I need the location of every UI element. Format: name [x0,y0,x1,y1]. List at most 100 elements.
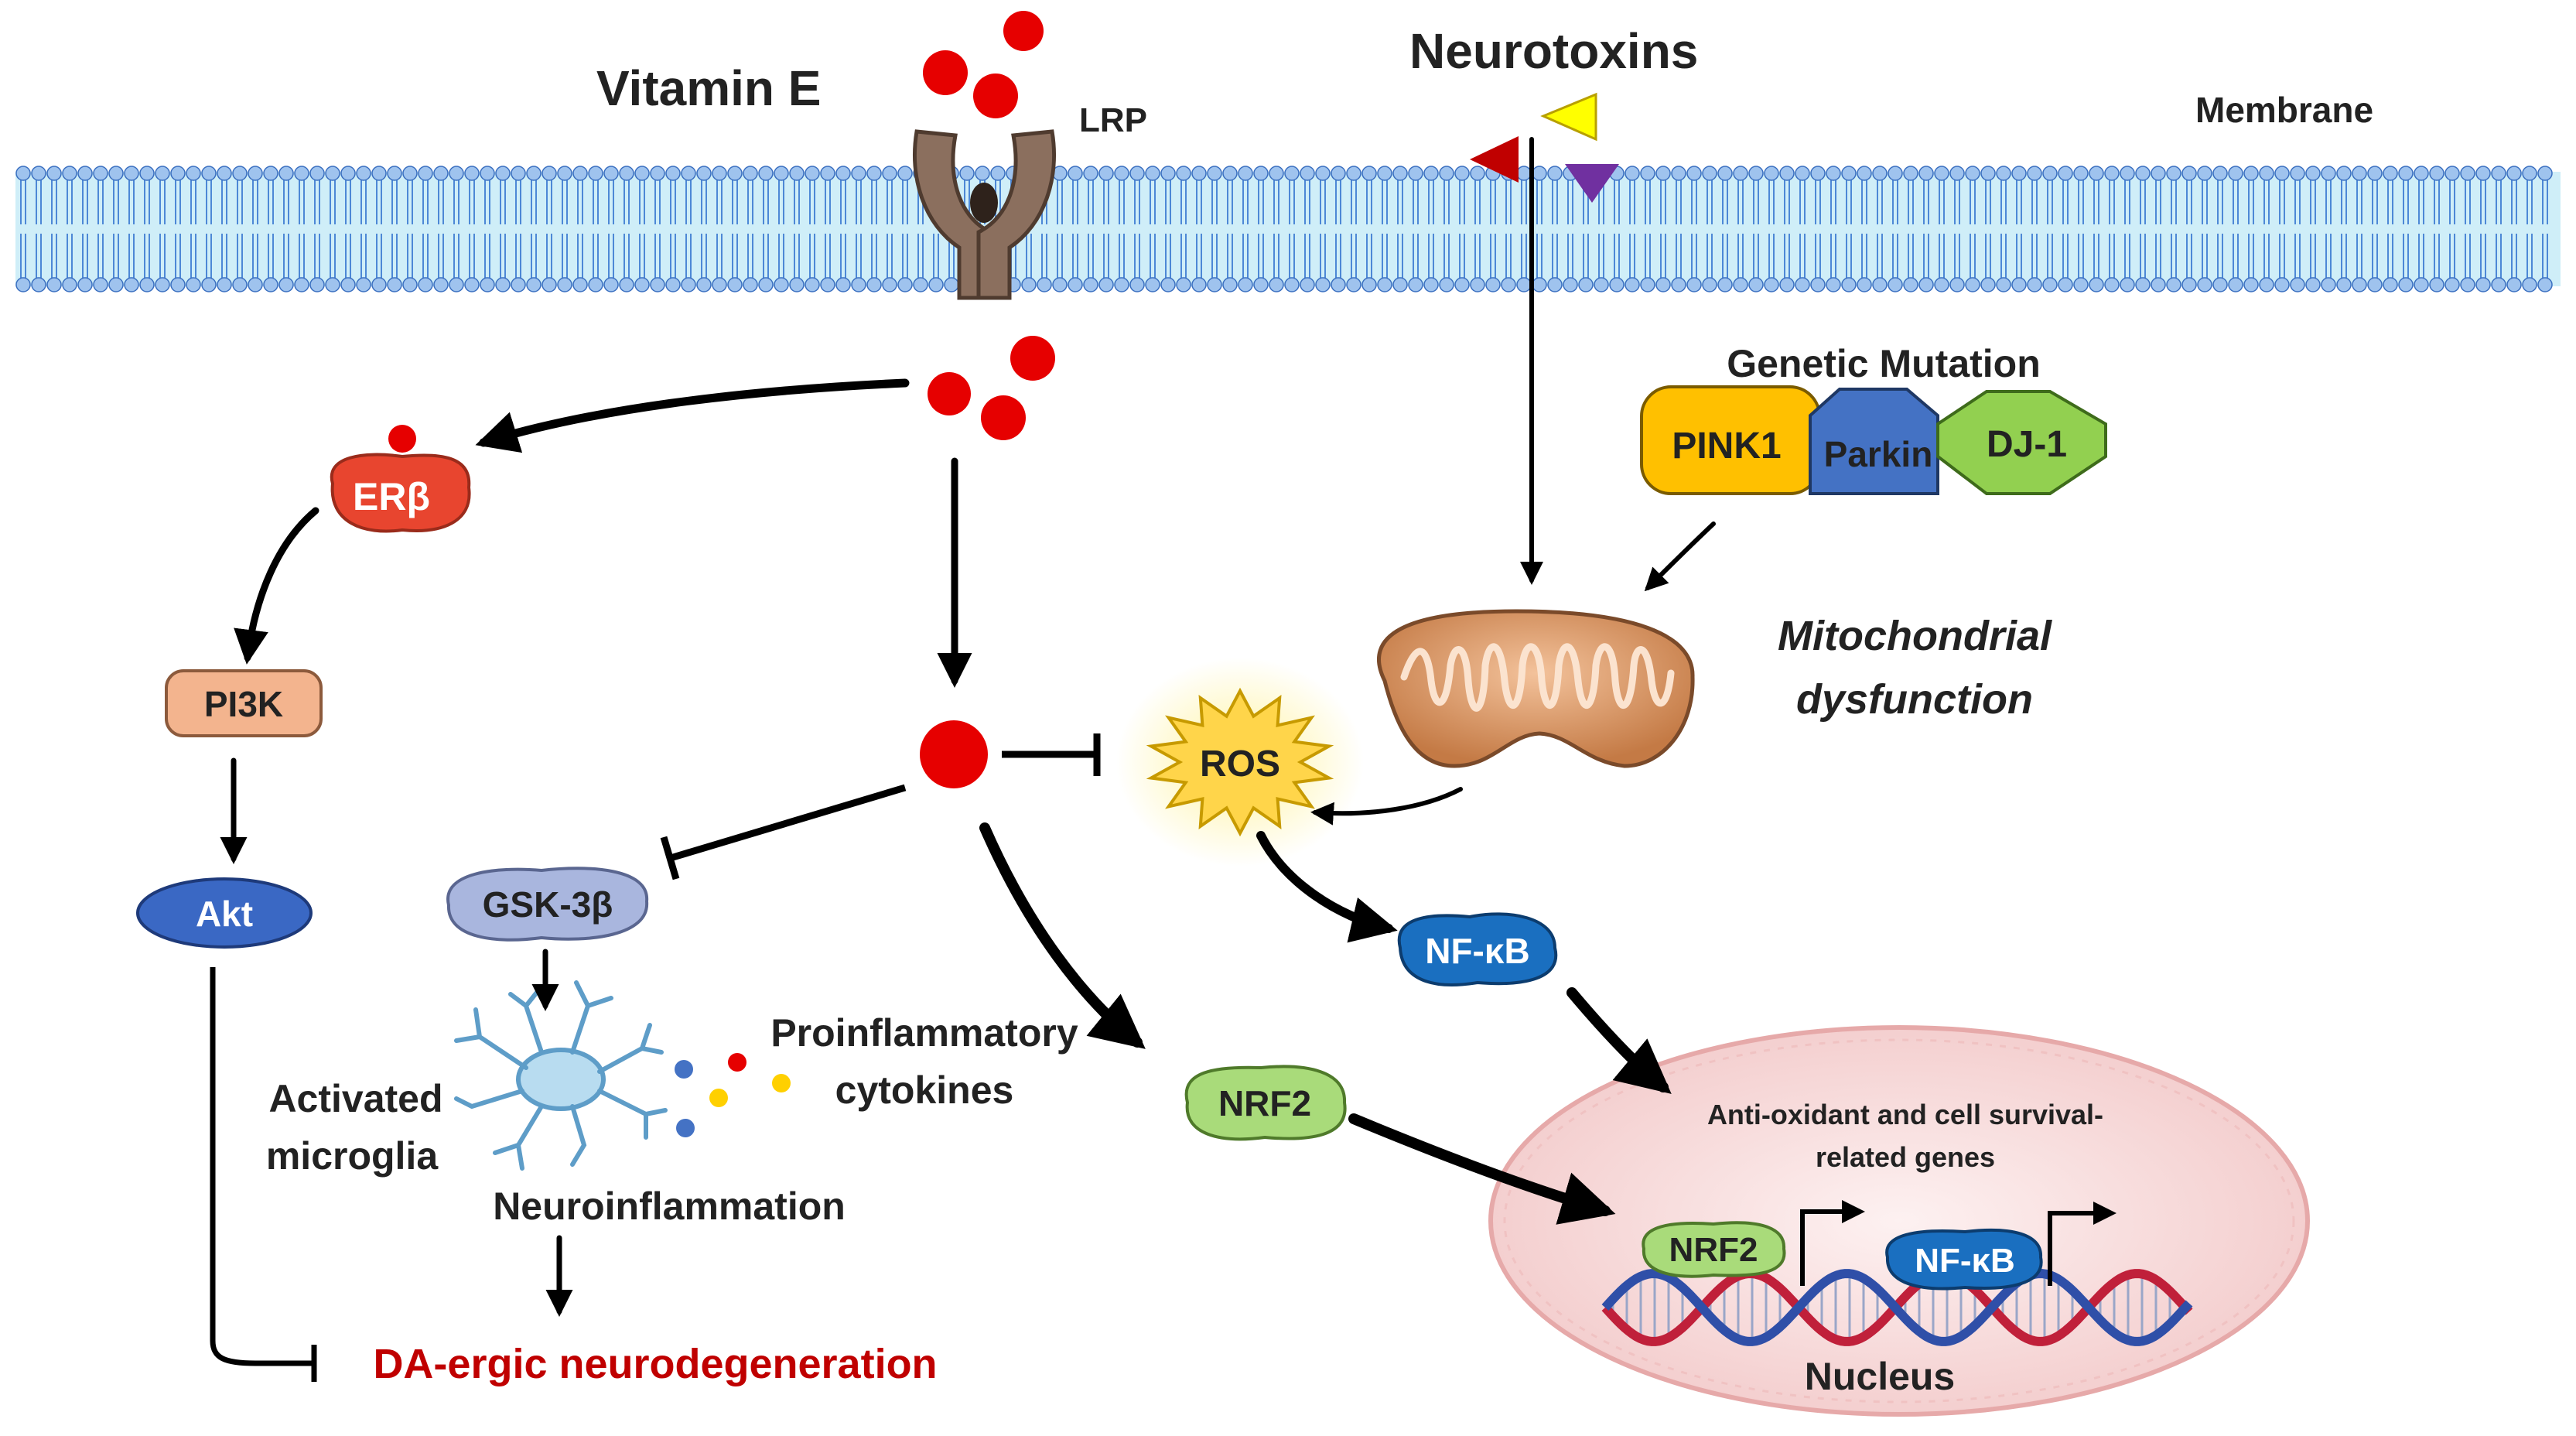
lipid-tail [1552,234,1558,279]
lipid-head [15,166,31,181]
nucleus-label: Nucleus [1805,1355,1956,1398]
lipid-tail [608,234,614,279]
pink1-node: PINK1 [1640,385,1821,495]
lipid-head [1346,166,1361,181]
lipid-tail [778,234,784,279]
lipid-tail [1072,180,1078,224]
lipid-tail [484,234,490,279]
lipid-tail [871,180,877,224]
lipid-tail [2418,234,2424,279]
lipid-head [944,277,959,292]
lipid-head [882,166,897,181]
lipid-tail [453,180,460,224]
lipid-head [2274,277,2290,292]
nrf2-shape [1184,1065,1347,1141]
lipid-head [2243,277,2259,292]
microglia-body [516,1048,606,1111]
lipid-head [1331,166,1346,181]
lipid-tail [391,180,398,224]
lipid-tail [2062,180,2069,224]
lipid-head [464,166,480,181]
lipid-head [1965,277,1980,292]
lipid-head [263,277,278,292]
lipid-tail [515,180,521,224]
lipid-head [1748,166,1764,181]
lipid-tail [128,180,135,224]
microglia-process [597,1023,664,1074]
lipid-head [1454,166,1470,181]
lipid-tail [1413,180,1419,224]
lipid-tail [1583,234,1589,279]
genes-label-2: related genes [1816,1141,1995,1173]
lipid-tail [2434,234,2440,279]
nfkb-cytoplasm-node: NF-κB [1397,912,1558,986]
lipid-head [2429,166,2444,181]
lipid-head [495,277,511,292]
lipid-tail [1985,180,1991,224]
lipid-tail [624,234,630,279]
lipid-tail [1598,234,1604,279]
lipid-head [2537,166,2553,181]
lipid-head [2011,166,2027,181]
parkin-shape [1809,388,1939,495]
lipid-head [1485,277,1501,292]
lipid-head [805,166,820,181]
arrow-nrf2-to-nucleus [1348,1113,1616,1225]
lipid-tail [1908,234,1914,279]
lipid-head [743,166,758,181]
lipid-tail [299,234,305,279]
lipid-head [2383,166,2398,181]
cytokine-dot [772,1074,791,1092]
lipid-head [1686,277,1702,292]
vitamin-e-dot [923,50,968,95]
lipid-head [712,277,727,292]
lipid-tail [2496,234,2502,279]
lipid-tail [1351,234,1357,279]
lipid-head [1594,277,1609,292]
lipid-tail [2016,180,2022,224]
lipid-head [2011,277,2027,292]
lipid-head [1129,277,1145,292]
lipid-head [603,166,619,181]
lipid-head [1857,166,1872,181]
lipid-tail [376,180,382,224]
lipid-head [2537,277,2553,292]
lipid-head [805,277,820,292]
lipid-tail [1490,180,1496,224]
lipid-tail [2093,180,2099,224]
lipid-tail [1629,180,1635,224]
lipid-head [2228,166,2243,181]
lipid-tail [2171,234,2177,279]
lipid-tail [701,180,707,224]
lipid-tail [902,234,908,279]
lipid-tail [2496,180,2502,224]
lipid-head [2336,166,2352,181]
lipid-tail [1691,180,1697,224]
lipid-head [2491,166,2506,181]
lipid-head [62,166,77,181]
lipid-head [1980,277,1996,292]
lipid-head [1516,166,1532,181]
lipid-tail [82,234,88,279]
lipid-head [1547,277,1563,292]
lipid-head [851,166,866,181]
lipid-head [2058,166,2073,181]
lipid-tail [1753,234,1759,279]
lipid-tail [2418,180,2424,224]
lipid-tail [1119,234,1125,279]
lipid-tail [1273,180,1279,224]
lipid-head [2367,277,2383,292]
lrp-receptor [913,129,1056,300]
lipid-head [1207,277,1222,292]
lipid-tail [97,180,104,224]
lipid-tail [1923,234,1929,279]
lipid-head [108,277,124,292]
lipid-tail [1861,180,1867,224]
lipid-head [1872,166,1888,181]
da-ergic-neurodegeneration-label: DA-ergic neurodegeneration [373,1341,937,1387]
lipid-head [1949,166,1965,181]
lipid-tail [128,234,135,279]
lipid-tail [1521,180,1527,224]
lipid-tail [2526,234,2533,279]
lipid-head [1176,166,1191,181]
